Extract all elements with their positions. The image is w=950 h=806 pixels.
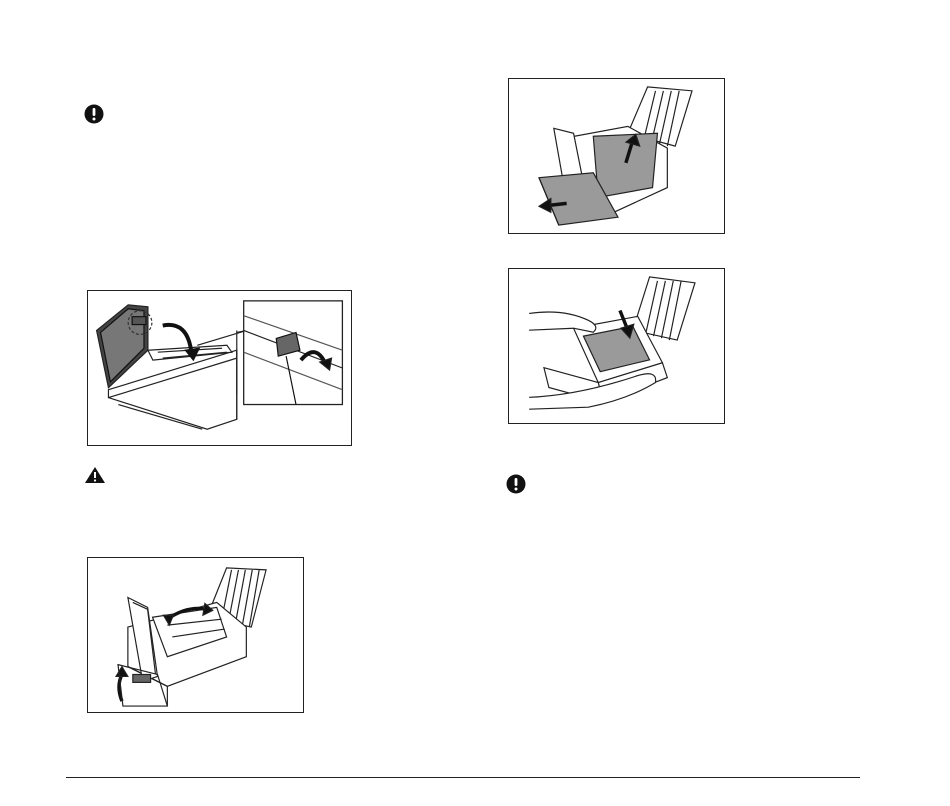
important-icon (84, 104, 104, 124)
footer-rule (66, 777, 860, 778)
figure-open-feed-cover (87, 290, 352, 446)
important-icon (506, 474, 526, 494)
caution-icon (84, 466, 106, 484)
figure-close-upper-unit (508, 268, 725, 424)
figure-remove-paper (508, 78, 725, 234)
figure-open-upper-unit (87, 557, 304, 713)
